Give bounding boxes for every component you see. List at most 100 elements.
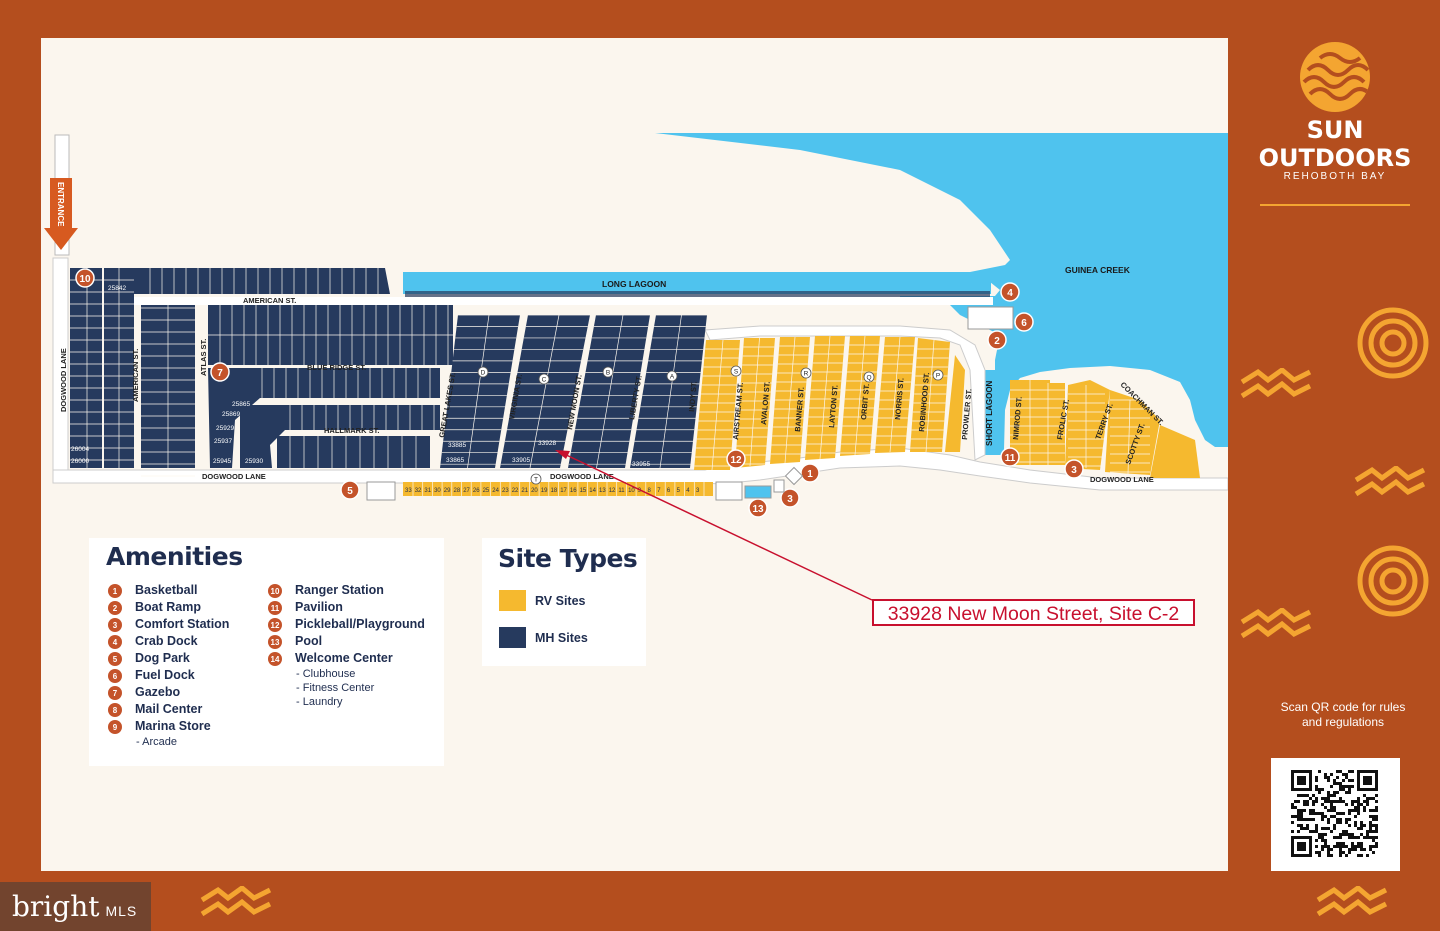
amenity-sub-item: - Laundry: [296, 696, 343, 708]
amenity-marker[interactable]: [1064, 459, 1084, 479]
amenity-item: 2 Boat Ramp: [108, 600, 229, 617]
lot-number: 25842: [108, 285, 126, 292]
rv-row-number: 15: [580, 488, 587, 494]
street-hallmark-st: HALLMARK ST.: [324, 426, 379, 435]
amenity-marker[interactable]: [800, 463, 820, 483]
lagoon-dock: [405, 291, 990, 297]
amenity-marker[interactable]: [210, 362, 230, 382]
amenity-marker[interactable]: [1000, 282, 1020, 302]
amenity-number: 7: [108, 686, 122, 700]
amenity-number: 8: [108, 703, 122, 717]
rv-row-number: 23: [502, 488, 509, 494]
site-type-mh: MH Sites: [499, 627, 588, 648]
amenity-number: 2: [108, 601, 122, 615]
mh-lot-lines: [70, 268, 707, 489]
amenity-marker[interactable]: [748, 498, 768, 518]
street-prowler-st: PROWLER ST.: [960, 388, 973, 440]
section-letter-badge: [530, 473, 542, 485]
amenity-label: Dog Park: [135, 651, 190, 665]
rv-row-number: 21: [521, 488, 528, 494]
amenity-marker[interactable]: [987, 330, 1007, 350]
rv-row-number: 24: [492, 488, 499, 494]
rv-row-number: 10: [628, 488, 635, 494]
street-dogwood-lane: DOGWOOD LANE: [1090, 475, 1154, 484]
qr-code[interactable]: [1271, 758, 1400, 871]
callout-line: [559, 451, 873, 601]
amenity-label: Gazebo: [135, 685, 181, 699]
amenity-label: Mail Center: [135, 702, 203, 716]
rv-row-number: 30: [434, 488, 441, 494]
amenity-label: Boat Ramp: [135, 600, 201, 614]
entrance-label: ENTRANCE: [56, 182, 65, 227]
decorative-rings-icon: [1357, 545, 1429, 617]
amenities-title: Amenities: [106, 542, 243, 571]
amenity-number: 1: [108, 584, 122, 598]
rv-row-number: 6: [667, 488, 671, 494]
decorative-wave-icon: [1316, 886, 1388, 917]
rv-row-number: 32: [415, 488, 422, 494]
site-type-rv: RV Sites: [499, 590, 586, 611]
amenity-marker-number: 5: [347, 486, 353, 497]
amenity-number: 14: [268, 652, 282, 666]
amenity-marker-number: 3: [787, 494, 793, 505]
guinea-creek-water: [655, 133, 1228, 455]
amenity-marker[interactable]: [1014, 312, 1034, 332]
rv-row-number: 13: [599, 488, 606, 494]
section-letter-badge: [602, 366, 614, 378]
amenity-marker[interactable]: [75, 268, 95, 288]
comfort-station-icon: [773, 479, 785, 493]
lot-number: 33928: [538, 440, 556, 447]
street-dogwood-lane: DOGWOOD LANE: [59, 348, 68, 412]
site-map-canvas: ENTRANCE DOGWOOD LANE DOGWOOD LANE DOGWO…: [44, 133, 1228, 601]
amenity-marker-number: 3: [1071, 465, 1077, 476]
street-nimrod-st: NIMROD ST.: [1011, 396, 1024, 440]
amenity-sub-item: - Arcade: [136, 736, 177, 748]
street-dogwood-lane: DOGWOOD LANE: [550, 472, 614, 481]
rv-label: RV Sites: [535, 593, 586, 608]
amenity-label: Crab Dock: [135, 634, 198, 648]
rv-row-number: 14: [589, 488, 596, 494]
amenity-label: Pavilion: [295, 600, 343, 614]
amenity-number: 11: [268, 601, 282, 615]
amenity-marker[interactable]: [780, 488, 800, 508]
lot-number: 25930: [245, 458, 263, 465]
section-letter-badge: [863, 371, 875, 383]
amenity-sub-item: - Fitness Center: [296, 682, 375, 694]
lot-number: 25869: [222, 411, 240, 418]
lot-number: 33905: [512, 457, 530, 464]
section-letter-badge: [730, 365, 742, 377]
water-label-long-lagoon: LONG LAGOON: [602, 279, 666, 289]
amenity-marker[interactable]: [340, 480, 360, 500]
rv-row-number: 31: [424, 488, 431, 494]
amenity-number: 10: [268, 584, 282, 598]
amenity-marker[interactable]: [726, 449, 746, 469]
lot-number: 25865: [232, 401, 250, 408]
amenity-marker-number: 11: [1005, 453, 1016, 464]
section-letter: T: [534, 477, 538, 484]
amenity-label: Comfort Station: [135, 617, 230, 631]
mh-label: MH Sites: [535, 630, 588, 645]
amenity-number: 12: [268, 618, 282, 632]
lot-number: 26004: [71, 446, 89, 453]
amenity-label: Ranger Station: [295, 583, 384, 597]
long-lagoon-water: [403, 272, 991, 294]
street-blue-ridge-st: BLUE RIDGE ST.: [307, 363, 366, 372]
decorative-wave-icon: [1240, 368, 1312, 399]
street-dogwood-lane: DOGWOOD LANE: [202, 472, 266, 481]
street-avalon-st: AVALON ST.: [759, 381, 772, 425]
mail-center-icon: [366, 481, 396, 501]
lot-number: 26000: [71, 458, 89, 465]
amenity-marker[interactable]: [1000, 447, 1020, 467]
section-letter: S: [734, 369, 739, 376]
amenity-item: 8 Mail Center: [108, 702, 229, 719]
rv-row-number: 27: [463, 488, 470, 494]
watermark-main: bright: [12, 890, 100, 923]
street-atlas-st: ATLAS ST.: [199, 339, 208, 376]
lot-number: 25937: [214, 438, 232, 445]
rv-row-number: 19: [541, 488, 548, 494]
